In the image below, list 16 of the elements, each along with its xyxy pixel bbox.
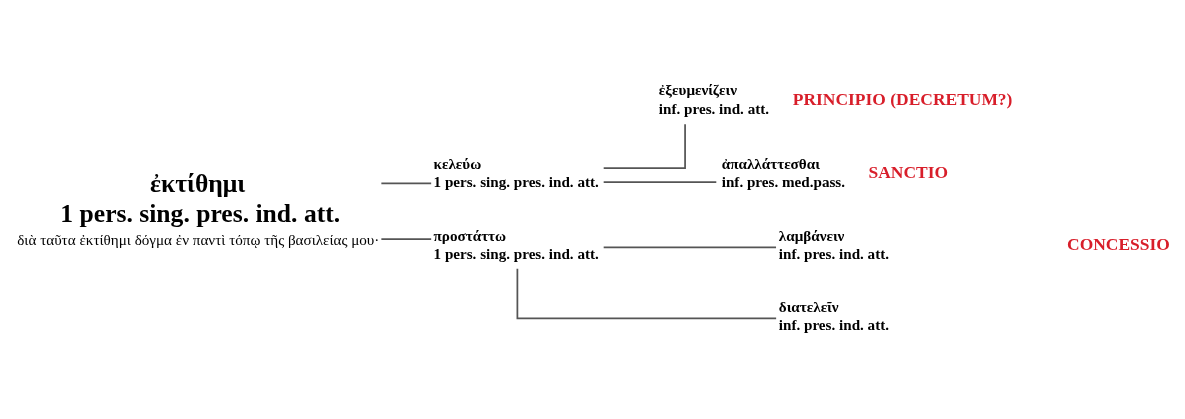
connector bbox=[380, 182, 433, 185]
node-label: SANCTIO bbox=[868, 162, 949, 183]
node-text: ἐκτίθημι 1 pers. sing. pres. ind. att. διὰ ταῦτα ἐκτίθημι δόγμα ἐν παντὶ τόπῳ τῆς βασιλείας μου· bbox=[17, 169, 380, 249]
node-text: κελεύω 1 pers. sing. pres. ind. att. bbox=[433, 155, 599, 191]
connector bbox=[602, 123, 686, 170]
node-text: ἀπαλλάττεσθαι inf. pres. med.pass. bbox=[721, 155, 846, 191]
node-text: προστάττω 1 pers. sing. pres. ind. att. bbox=[433, 227, 599, 263]
connector bbox=[602, 181, 718, 183]
node-label: PRINCIPIO (DECRETUM?) bbox=[792, 88, 1013, 109]
connector bbox=[516, 267, 777, 320]
node-text: ἐξευμενίζειν inf. pres. ind. att. bbox=[658, 82, 770, 117]
label: CONCESSIO bbox=[1067, 234, 1170, 255]
node-text: λαμβάνειν inf. pres. ind. att. bbox=[778, 227, 890, 263]
connector bbox=[602, 246, 777, 249]
node-text: διατελεῖν inf. pres. ind. att. bbox=[778, 298, 890, 334]
connector bbox=[380, 238, 433, 241]
